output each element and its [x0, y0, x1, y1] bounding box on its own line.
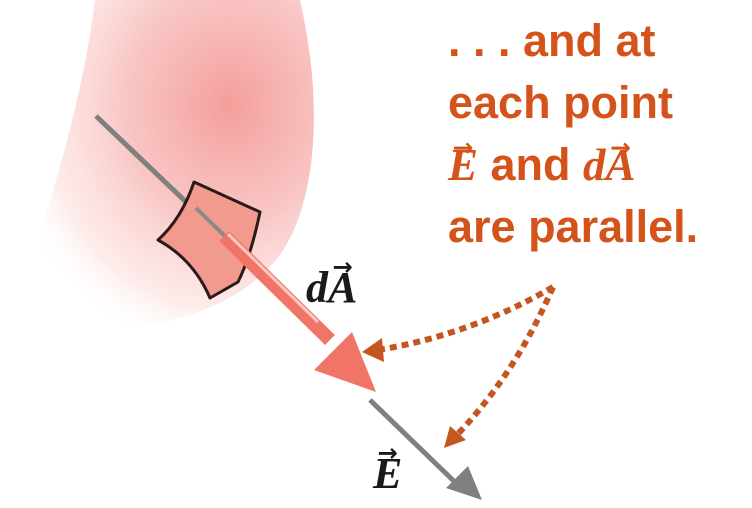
area-vector-arrowhead [314, 332, 376, 392]
callout-vector-dA: d→A [583, 133, 636, 190]
callout-line-2: each point [448, 77, 674, 128]
label-E: →E [373, 439, 403, 498]
area-vector-shaft [219, 231, 335, 345]
dotted-arrow-to-E [452, 285, 556, 440]
label-dA: d→A [306, 253, 358, 312]
dotted-arrow-to-dA [377, 284, 555, 353]
dotted-arrowhead-E [444, 426, 466, 448]
dotted-arrowhead-dA [362, 338, 384, 362]
callout-vector-E: →E [448, 133, 479, 190]
field-arrowhead [446, 466, 482, 500]
surface-element-patch [156, 180, 262, 300]
area-vector-highlight [226, 232, 320, 324]
callout-line-3: →E and d→A [448, 133, 636, 190]
callout-line-1: . . . and at [448, 15, 656, 66]
field-line-lower [368, 398, 462, 489]
callout-line-4: are parallel. [448, 201, 699, 252]
